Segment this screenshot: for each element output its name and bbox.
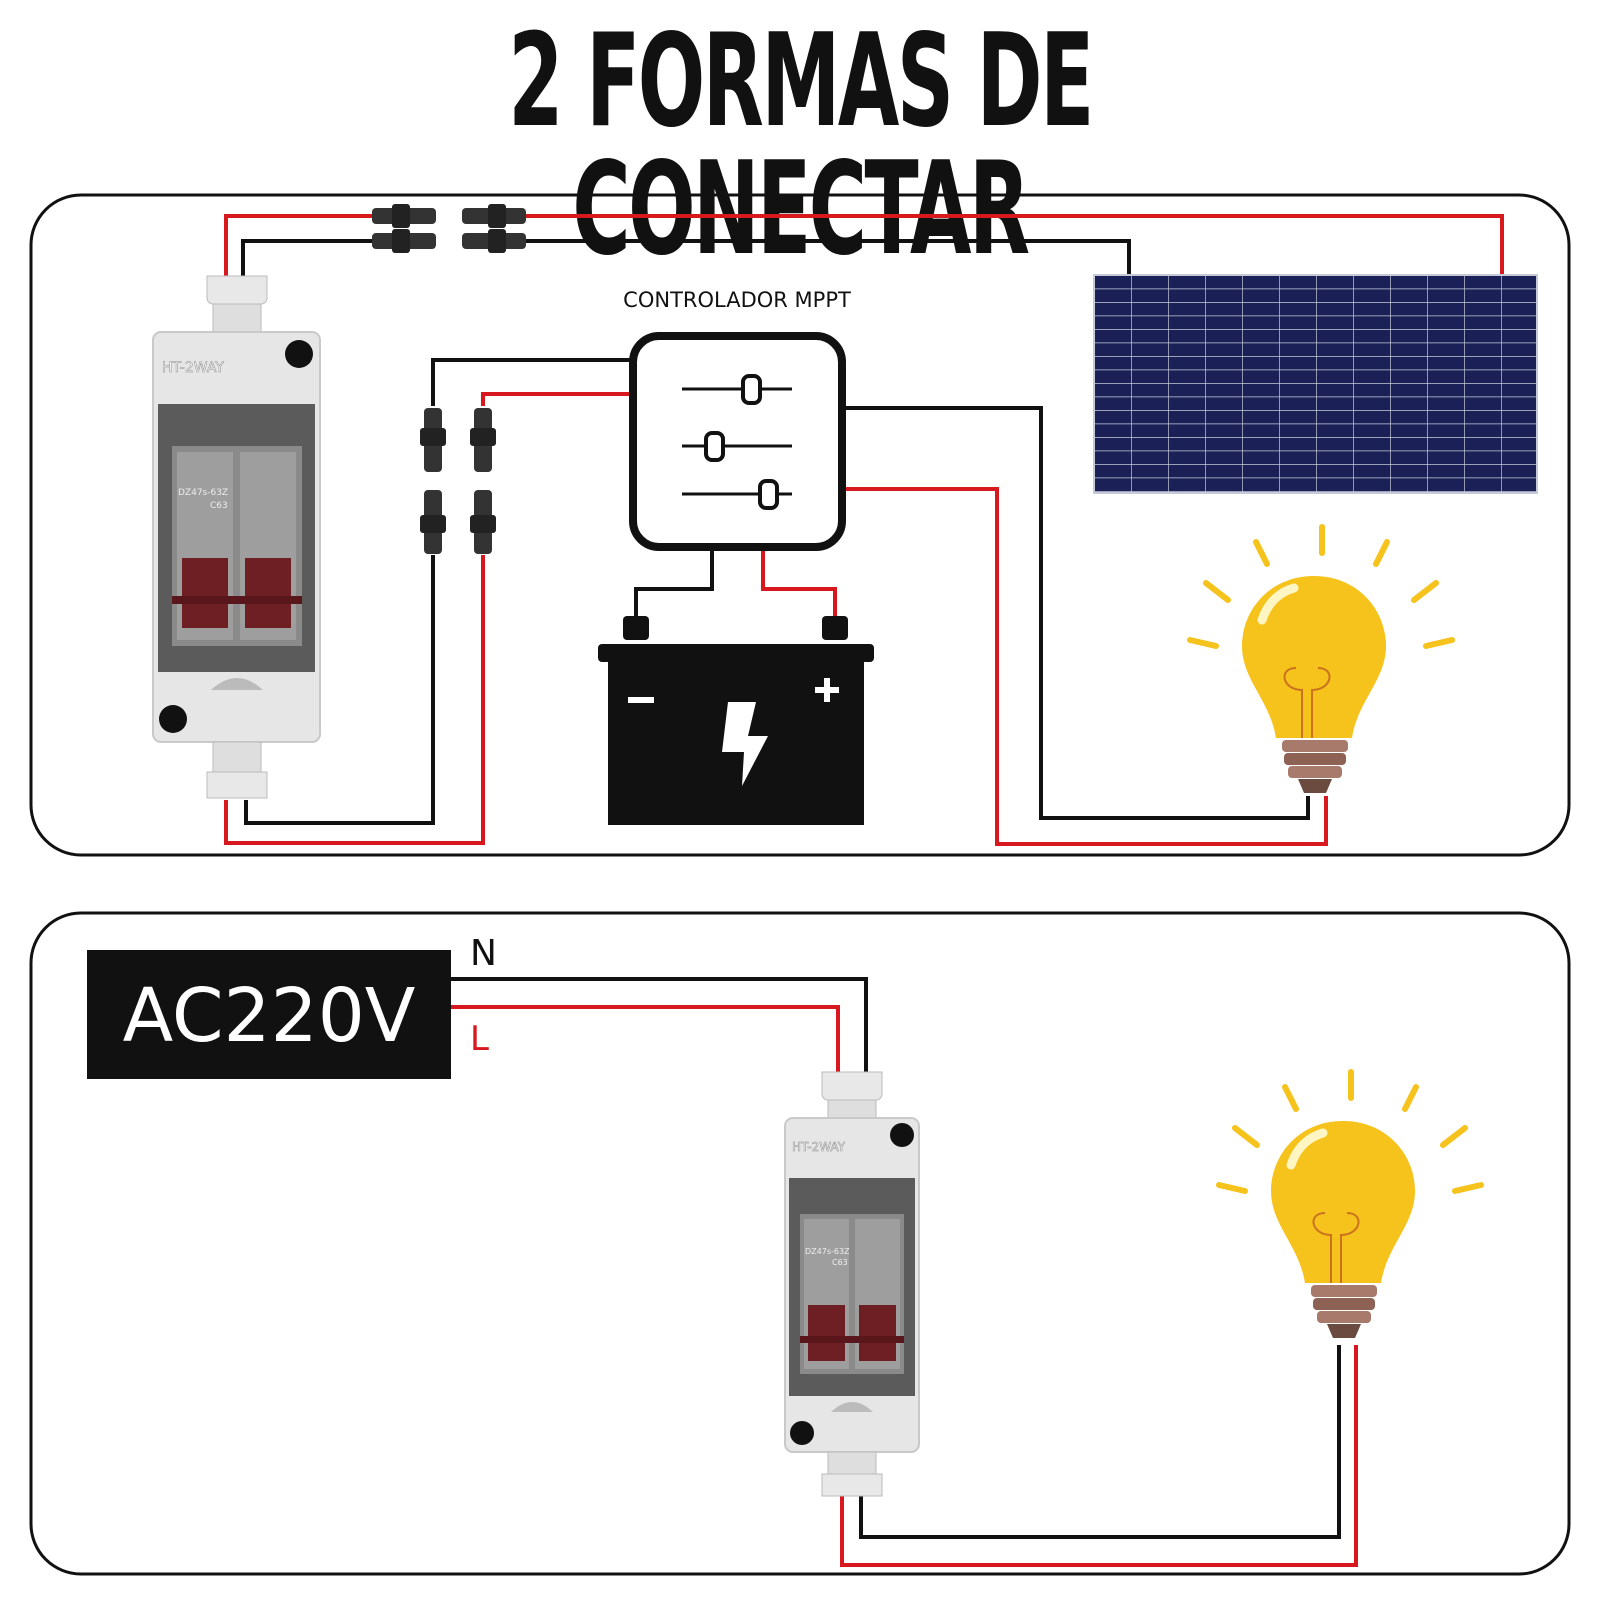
- wire-load2-positive: [840, 1345, 1358, 1567]
- battery-plus-icon: [815, 678, 839, 702]
- mc4-connector-top-left: [372, 204, 436, 253]
- battery: [598, 616, 874, 825]
- breaker-model-label: DZ47s-63Z: [178, 488, 228, 498]
- neutral-label: N: [470, 933, 497, 974]
- mc4-connector-vertical: [420, 408, 496, 554]
- wire-battery-positive: [761, 545, 837, 618]
- light-bulb-icon-2: [1216, 1069, 1484, 1338]
- ac-source-box: [87, 950, 451, 1079]
- wire-ac-neutral: [451, 977, 868, 1072]
- line-label: L: [470, 1019, 489, 1059]
- breaker2-rating-label: C63: [832, 1258, 848, 1267]
- breaker-brand-label: HT-2WAY: [162, 360, 224, 376]
- wire-solar-positive: [224, 214, 1504, 276]
- page-title: 2 FORMAS DE CONECTAR: [508, 7, 1094, 284]
- wire-solar-negative: [241, 239, 1131, 276]
- wire-controller-negative-in: [244, 358, 631, 825]
- breaker-rating-label: C63: [210, 501, 228, 511]
- ac-source-label: AC220V: [123, 973, 416, 1059]
- breaker-box-solar: HT-2WAY DZ47s-63Z C63: [152, 275, 321, 799]
- battery-minus-icon: [628, 697, 654, 703]
- wire-controller-positive-in: [224, 392, 631, 845]
- breaker-box-ac: HT-2WAY DZ47s-63Z C63: [784, 1071, 920, 1497]
- wire-load2-negative: [859, 1345, 1341, 1539]
- breaker2-brand-label: HT-2WAY: [792, 1140, 846, 1154]
- wire-battery-negative: [634, 545, 714, 618]
- solar-panel: [1093, 274, 1538, 494]
- wire-ac-line: [451, 1005, 840, 1072]
- breaker2-model-label: DZ47s-63Z: [805, 1247, 850, 1256]
- mppt-controller-box: [629, 332, 846, 551]
- panel-ac-frame: [29, 911, 1571, 1576]
- light-bulb-icon: [1187, 524, 1455, 793]
- mc4-connector-top-right: [462, 204, 526, 253]
- wire-load-positive: [845, 487, 1328, 846]
- wire-load-negative: [845, 406, 1310, 820]
- controller-label: CONTROLADOR MPPT: [623, 288, 851, 312]
- panel-solar-frame: [29, 193, 1571, 857]
- lightning-icon: [722, 702, 768, 786]
